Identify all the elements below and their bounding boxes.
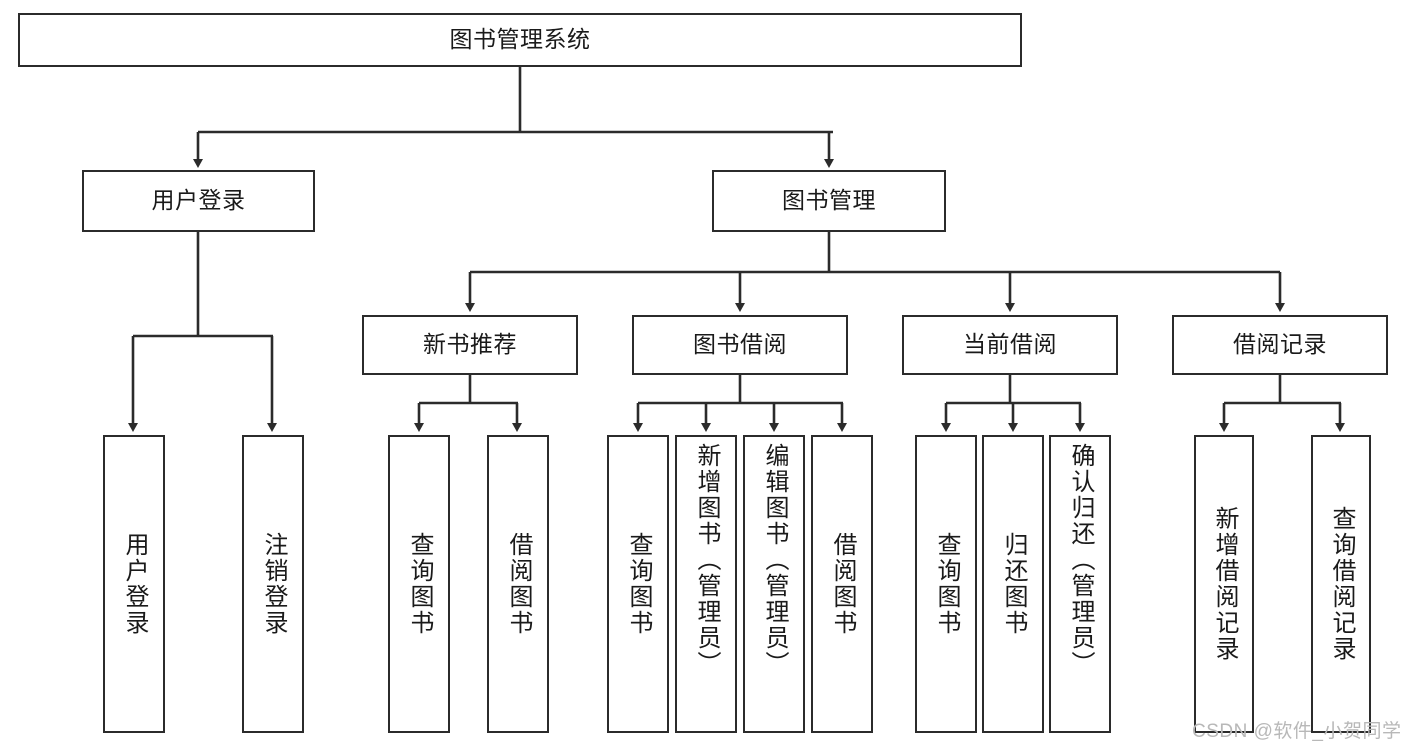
- node-leaf-edit-book[interactable]: 编辑图书（管理员）: [743, 435, 805, 733]
- node-root-label: 图书管理系统: [449, 26, 591, 53]
- node-leaf-user-logout-label: 注销登录: [260, 532, 287, 636]
- node-user-login[interactable]: 用户登录: [82, 170, 315, 232]
- node-leaf-confirm-return-label: 确认归还（管理员）: [1067, 443, 1094, 677]
- node-book-manage[interactable]: 图书管理: [712, 170, 946, 232]
- node-leaf-borrow-book-2-label: 借阅图书: [829, 532, 856, 636]
- node-leaf-query-book-1-label: 查询图书: [406, 532, 433, 636]
- node-new-book-recommend[interactable]: 新书推荐: [362, 315, 578, 375]
- node-leaf-return-book-label: 归还图书: [1000, 532, 1027, 636]
- node-leaf-query-record-label: 查询借阅记录: [1328, 506, 1355, 662]
- node-leaf-query-book-3-label: 查询图书: [933, 532, 960, 636]
- node-borrow-record[interactable]: 借阅记录: [1172, 315, 1388, 375]
- node-leaf-query-record[interactable]: 查询借阅记录: [1311, 435, 1371, 733]
- node-leaf-return-book[interactable]: 归还图书: [982, 435, 1044, 733]
- node-book-manage-label: 图书管理: [782, 187, 876, 214]
- node-book-borrow[interactable]: 图书借阅: [632, 315, 848, 375]
- node-leaf-query-book-2[interactable]: 查询图书: [607, 435, 669, 733]
- node-leaf-add-book[interactable]: 新增图书（管理员）: [675, 435, 737, 733]
- node-leaf-user-login[interactable]: 用户登录: [103, 435, 165, 733]
- node-leaf-user-login-label: 用户登录: [121, 532, 148, 636]
- node-leaf-query-book-1[interactable]: 查询图书: [388, 435, 450, 733]
- node-leaf-query-book-2-label: 查询图书: [625, 532, 652, 636]
- node-leaf-borrow-book-2[interactable]: 借阅图书: [811, 435, 873, 733]
- node-book-borrow-label: 图书借阅: [693, 331, 787, 358]
- node-leaf-add-record[interactable]: 新增借阅记录: [1194, 435, 1254, 733]
- node-leaf-add-record-label: 新增借阅记录: [1211, 506, 1238, 662]
- watermark-text: CSDN @软件_小贺同学: [1192, 721, 1402, 742]
- node-current-borrow-label: 当前借阅: [963, 331, 1057, 358]
- node-leaf-edit-book-label: 编辑图书（管理员）: [761, 443, 788, 677]
- node-leaf-borrow-book-1-label: 借阅图书: [505, 532, 532, 636]
- node-borrow-record-label: 借阅记录: [1233, 331, 1327, 358]
- node-current-borrow[interactable]: 当前借阅: [902, 315, 1118, 375]
- node-leaf-add-book-label: 新增图书（管理员）: [693, 443, 720, 677]
- node-leaf-query-book-3[interactable]: 查询图书: [915, 435, 977, 733]
- node-user-login-label: 用户登录: [151, 187, 246, 214]
- node-leaf-user-logout[interactable]: 注销登录: [242, 435, 304, 733]
- node-leaf-confirm-return[interactable]: 确认归还（管理员）: [1049, 435, 1111, 733]
- node-new-book-recommend-label: 新书推荐: [423, 331, 517, 358]
- node-leaf-borrow-book-1[interactable]: 借阅图书: [487, 435, 549, 733]
- node-root[interactable]: 图书管理系统: [18, 13, 1022, 67]
